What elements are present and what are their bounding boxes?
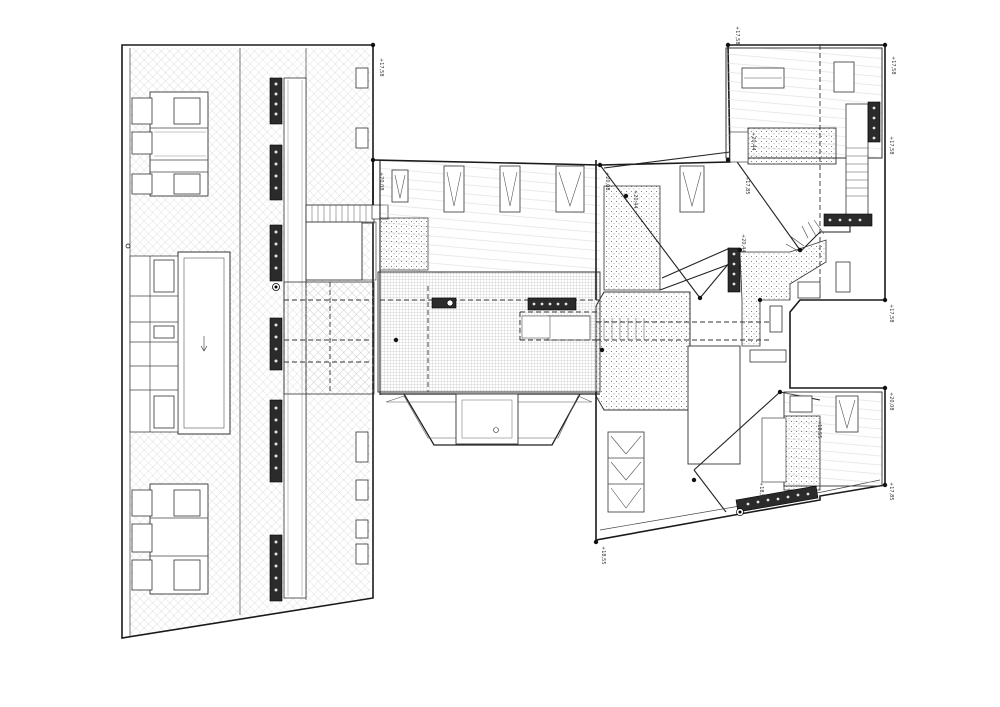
tower-window <box>835 395 859 433</box>
left-wing-outline <box>121 44 374 639</box>
level-label: +20,44 <box>750 132 756 151</box>
level-labels: +17,58 +20,08 +20,08 +17,58 +17,58 +17,5… <box>378 26 896 565</box>
level-label: +17,58 <box>378 58 384 77</box>
vent-strip <box>527 297 577 311</box>
window <box>769 305 783 333</box>
vent-strip <box>727 247 741 293</box>
level-label: +17,58 <box>734 26 740 45</box>
window <box>355 127 369 149</box>
window <box>355 543 369 565</box>
level-label: +20,08 <box>604 172 610 191</box>
window <box>355 519 369 539</box>
anchor-points <box>370 42 888 545</box>
level-label: +20,44 <box>632 190 638 209</box>
vent-column <box>269 77 283 602</box>
central-skylights <box>391 165 705 213</box>
tower-dotted-pad <box>783 415 821 491</box>
stair-link <box>283 204 389 395</box>
level-label: +17,85 <box>744 176 750 195</box>
level-label: +17,58 <box>888 304 894 323</box>
level-label: +18,55 <box>600 546 606 565</box>
vent-strip <box>269 317 283 371</box>
right-complex <box>595 44 886 541</box>
window <box>355 479 369 501</box>
stair-north-east <box>845 101 881 221</box>
vent-strip <box>269 77 283 125</box>
dotted-corridor <box>739 239 827 347</box>
level-label: +17,85 <box>888 482 894 501</box>
vent-strip <box>823 213 873 227</box>
south-skylights <box>607 431 645 513</box>
level-label: +18,55 <box>816 420 822 439</box>
level-label: +20,44 <box>740 234 746 253</box>
tower-dotted-pad <box>747 127 837 165</box>
dotted-volume <box>603 185 661 291</box>
window <box>835 261 851 293</box>
vent-strip <box>269 144 283 201</box>
level-label: +17,58 <box>890 56 896 75</box>
window <box>355 67 369 89</box>
level-label: +20,08 <box>378 172 384 191</box>
bay-window <box>380 393 600 446</box>
stair-hatch <box>455 393 519 445</box>
vent-strip <box>269 534 283 602</box>
tower-window <box>789 395 813 413</box>
skylight-group-top <box>131 91 209 197</box>
level-label: +20,08 <box>888 392 894 411</box>
dotted-volume <box>595 291 691 411</box>
window <box>833 61 855 93</box>
level-label: +17,58 <box>888 136 894 155</box>
window <box>355 431 369 463</box>
window <box>749 349 787 363</box>
vent-strip <box>269 399 283 483</box>
vent-strip <box>269 224 283 282</box>
skylight-group-bottom <box>131 483 209 595</box>
central-block <box>372 44 731 446</box>
level-label: +18,55 <box>758 482 764 501</box>
central-roof-planks <box>380 160 600 275</box>
vent-strip <box>431 297 457 309</box>
left-wing <box>121 44 374 639</box>
skylight-group-middle <box>129 251 231 435</box>
window <box>797 281 821 299</box>
